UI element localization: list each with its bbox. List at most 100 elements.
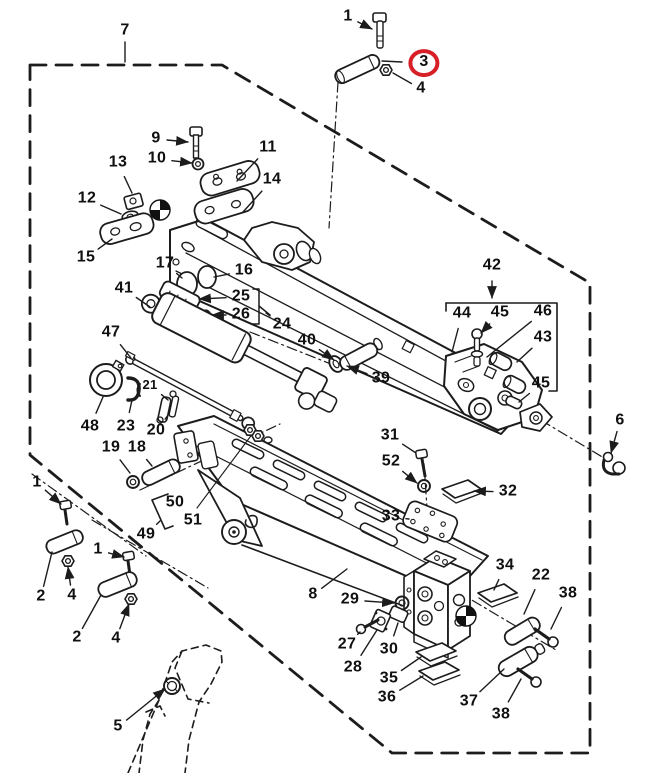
part-label-51: 51 <box>183 511 203 529</box>
leader-49 <box>155 520 161 526</box>
grommet-5 <box>163 677 181 695</box>
part-label-38-b: 38 <box>491 705 511 723</box>
leader-4-top <box>392 72 413 85</box>
part-label-3: 3 <box>408 49 440 77</box>
leader-18 <box>145 458 153 467</box>
leader-1-top <box>357 19 373 30</box>
leader-31 <box>401 443 417 454</box>
leader-45-b <box>518 392 531 403</box>
part-label-29: 29 <box>340 590 360 608</box>
leader-35 <box>400 656 422 672</box>
leader-16 <box>213 273 231 278</box>
plate-15 <box>99 212 155 245</box>
implement-outline-dashed <box>127 644 223 773</box>
pin-3 <box>334 54 381 85</box>
leader-30 <box>393 622 399 637</box>
leader-19 <box>119 459 131 474</box>
part-label-8: 8 <box>308 585 318 603</box>
part-label-9: 9 <box>151 129 161 147</box>
leader-5 <box>125 688 166 721</box>
part-label-45-a: 45 <box>490 303 510 321</box>
leader-1-left <box>44 489 62 505</box>
leader-41 <box>135 296 151 308</box>
leader-6 <box>609 430 619 454</box>
part-label-38-a: 38 <box>558 584 578 602</box>
leader-15 <box>97 238 113 250</box>
part-label-32: 32 <box>498 482 518 500</box>
bracket-25-26 <box>252 288 271 325</box>
pin-2-b <box>97 571 138 598</box>
part-label-20: 20 <box>146 421 166 439</box>
hook-clamp-6 <box>601 451 626 476</box>
bolt-38-a <box>533 627 559 648</box>
part-label-6: 6 <box>615 411 625 429</box>
part-label-2-a: 2 <box>36 587 46 605</box>
leader-8 <box>321 568 348 589</box>
leader-38-a <box>550 606 563 630</box>
part-label-45-b: 45 <box>531 374 551 392</box>
plate-33 <box>402 500 459 543</box>
part-label-19: 19 <box>101 438 121 456</box>
leader-4-a <box>64 566 75 586</box>
bolt-9 <box>189 126 203 159</box>
bolt-1-top <box>372 12 387 49</box>
part-label-50: 50 <box>165 493 185 511</box>
clamp-48 <box>89 359 125 397</box>
leader-17 <box>175 272 183 279</box>
part-label-25: 25 <box>231 287 251 305</box>
plate-14 <box>193 188 255 225</box>
leader-48 <box>95 396 104 414</box>
leader-27 <box>356 631 361 636</box>
leader-39 <box>346 365 368 375</box>
nut-13 <box>123 192 144 211</box>
leader-46 <box>486 320 532 358</box>
part-label-35: 35 <box>379 669 399 687</box>
leader-2-b <box>81 594 102 630</box>
part-label-46: 46 <box>533 302 553 320</box>
fitting-46 <box>473 356 481 367</box>
flange-28 <box>369 608 392 633</box>
part-label-26: 26 <box>231 305 251 323</box>
rod-47 <box>124 350 256 431</box>
part-label-16: 16 <box>234 261 254 279</box>
part-label-36: 36 <box>377 688 397 706</box>
bolt-27 <box>355 618 380 635</box>
leader-20 <box>164 413 170 420</box>
mount-plates-group <box>99 126 261 245</box>
assembly-boundary-dashed <box>28 63 592 755</box>
part-label-30: 30 <box>379 640 399 658</box>
part-label-37: 37 <box>459 692 479 710</box>
part-label-13: 13 <box>108 153 128 171</box>
leader-3 <box>381 60 403 63</box>
part-label-48: 48 <box>80 417 100 435</box>
part-label-28: 28 <box>343 658 363 676</box>
part-label-22: 22 <box>531 566 551 584</box>
part-label-33: 33 <box>381 507 401 525</box>
leader-lines <box>42 19 619 721</box>
leader-40 <box>318 348 335 361</box>
leader-14 <box>242 190 263 213</box>
part-label-4-top: 4 <box>416 79 426 97</box>
part-label-47: 47 <box>101 323 121 341</box>
part-label-34: 34 <box>495 556 515 574</box>
wear-pads <box>415 479 519 686</box>
clip-23 <box>126 376 141 402</box>
leader-28 <box>360 629 378 656</box>
part-label-1-mid: 1 <box>93 540 103 558</box>
leader-52 <box>402 470 418 484</box>
hydraulic-cylinder-41 <box>140 292 338 413</box>
leader-12 <box>99 204 122 215</box>
leader-4-b <box>119 603 130 630</box>
leader-37 <box>479 668 505 693</box>
leader-1-mid <box>107 549 125 559</box>
part-label-17: 17 <box>155 254 175 272</box>
part-label-18: 18 <box>127 438 147 456</box>
center-of-gravity-icon-2 <box>455 605 477 627</box>
leader-13 <box>123 175 133 194</box>
part-label-41: 41 <box>114 279 134 297</box>
bracket-42 <box>445 302 558 392</box>
leader-45-a <box>480 321 493 334</box>
